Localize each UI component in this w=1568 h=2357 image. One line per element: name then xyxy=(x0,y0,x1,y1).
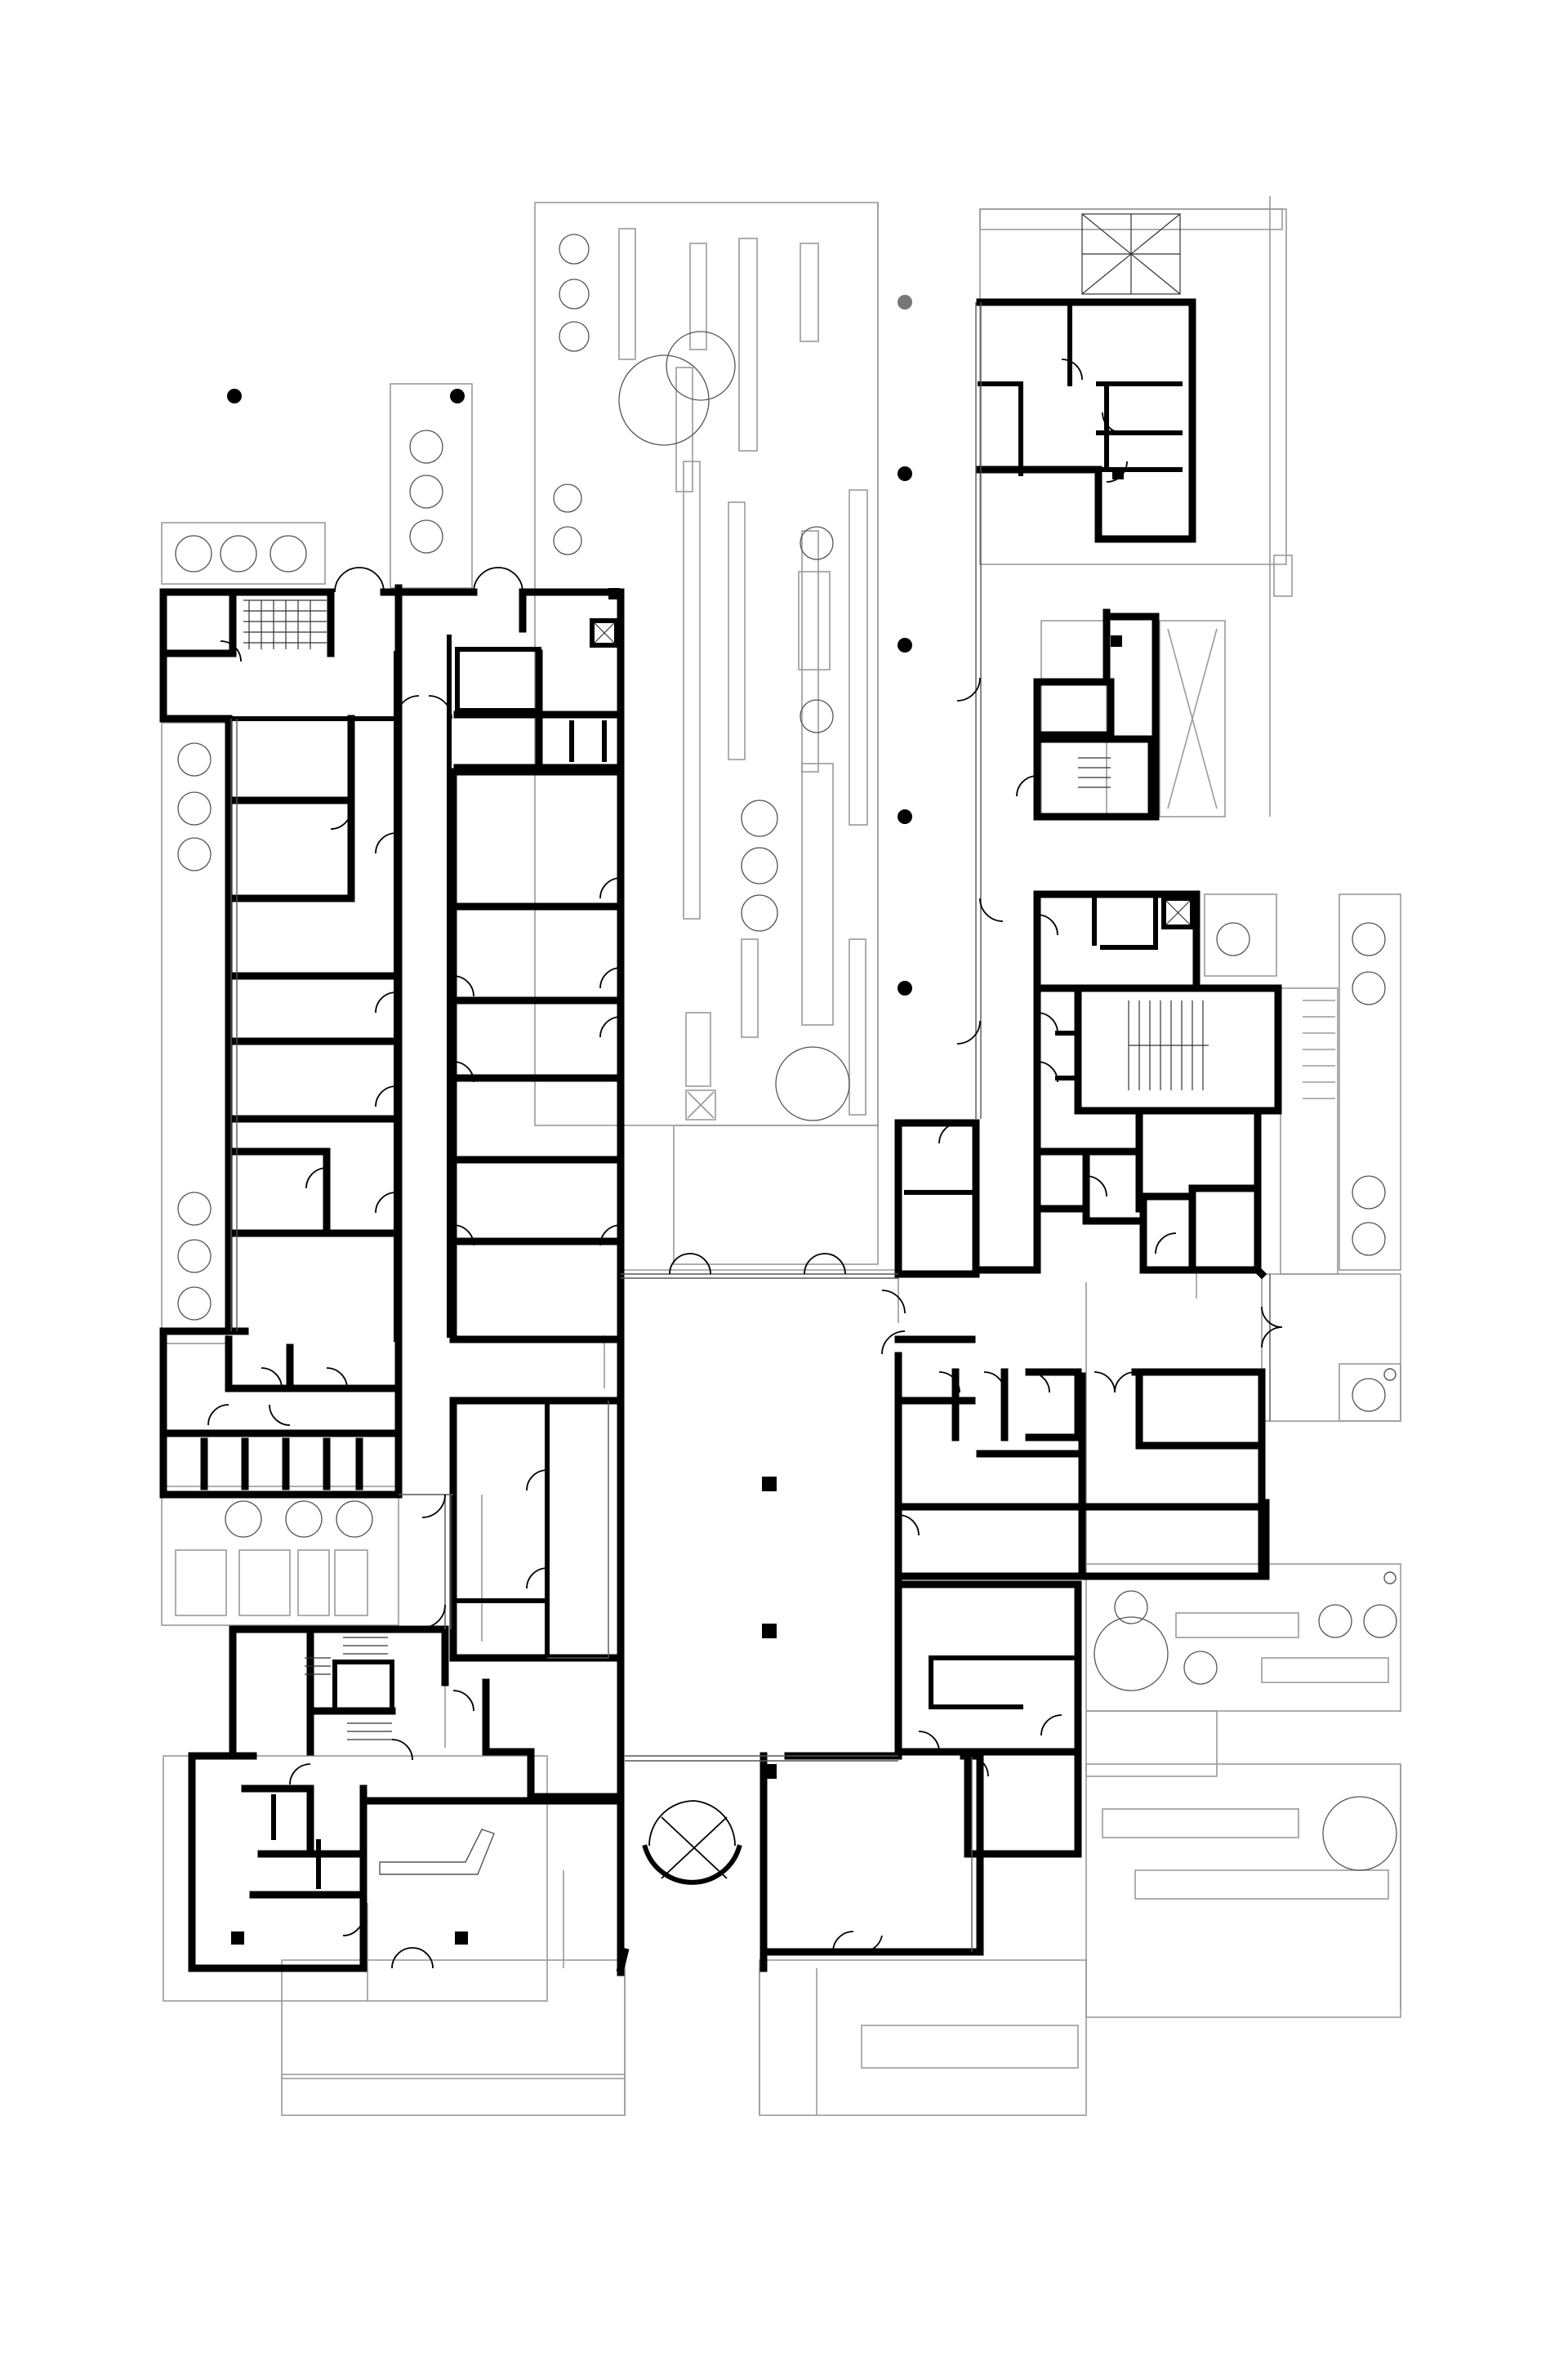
glazing-lines xyxy=(230,302,1271,1952)
building-walls xyxy=(159,213,1282,1976)
landscape-trees xyxy=(175,234,1397,1871)
site-outlines xyxy=(161,196,1401,2116)
reception-desk xyxy=(379,1829,495,1875)
doors xyxy=(207,359,1283,1969)
